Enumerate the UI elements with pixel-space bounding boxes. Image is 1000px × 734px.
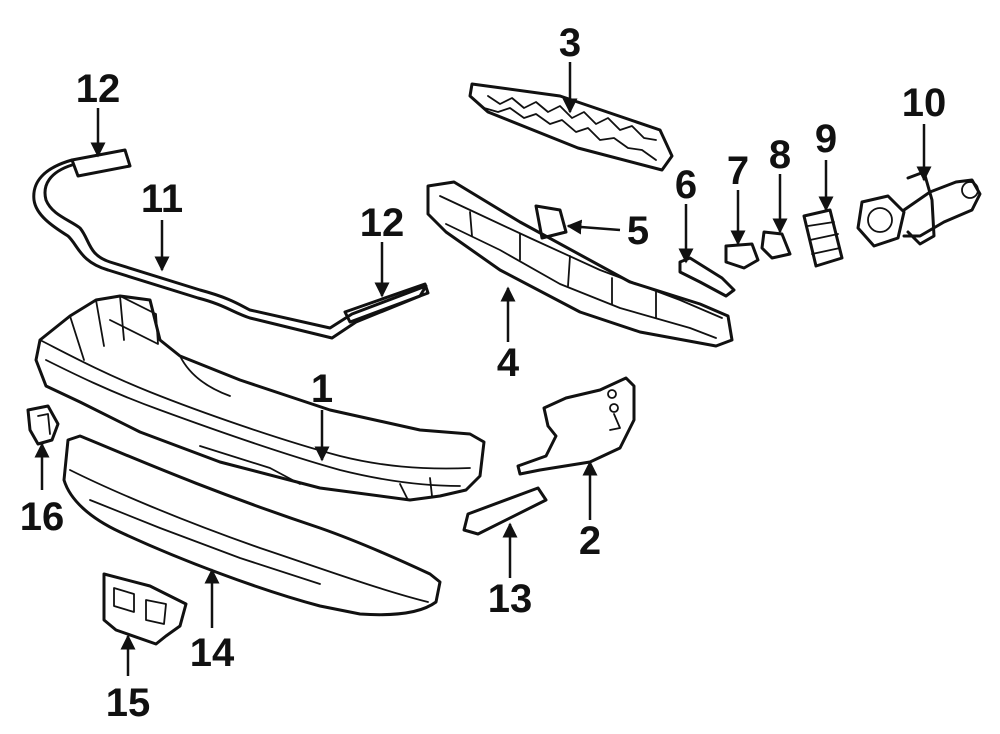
part-4-reinforcement bbox=[426, 180, 734, 348]
part-6-bracket bbox=[678, 256, 736, 298]
part-12-left-strip bbox=[70, 148, 132, 178]
part-2-bracket bbox=[516, 376, 636, 476]
part-15-license-bracket bbox=[102, 572, 188, 646]
part-12-right-strip bbox=[343, 282, 430, 324]
part-10-impact-absorber bbox=[856, 170, 982, 248]
part-14-lower-valance bbox=[62, 434, 442, 617]
callout-2: 2 bbox=[579, 519, 601, 563]
part-7-pad bbox=[724, 242, 760, 270]
callout-4: 4 bbox=[497, 341, 520, 385]
callout-9: 9 bbox=[815, 117, 837, 161]
part-16-clip bbox=[26, 404, 60, 446]
callout-7: 7 bbox=[727, 149, 749, 193]
callout-8: 8 bbox=[769, 133, 791, 177]
callout-12-left: 12 bbox=[76, 67, 121, 111]
leader-lines bbox=[34, 62, 932, 676]
callout-labels: 1 2 3 4 5 6 7 8 9 10 11 12 12 13 14 15 1… bbox=[20, 21, 947, 725]
part-3-energy-absorber bbox=[468, 82, 674, 172]
callout-16: 16 bbox=[20, 495, 65, 539]
callout-12-right: 12 bbox=[360, 201, 405, 245]
callout-14: 14 bbox=[190, 631, 235, 675]
callout-5: 5 bbox=[627, 209, 649, 253]
part-5-bracket bbox=[534, 204, 568, 240]
callout-15: 15 bbox=[106, 681, 151, 725]
callout-11: 11 bbox=[141, 177, 183, 221]
part-11-upper-strip bbox=[32, 158, 428, 340]
part-8-pad bbox=[760, 230, 792, 260]
part-9-bracket bbox=[802, 208, 844, 268]
part-1-bumper-cover bbox=[34, 294, 486, 502]
callout-3: 3 bbox=[559, 21, 581, 65]
callout-10: 10 bbox=[902, 81, 947, 125]
callout-6: 6 bbox=[675, 163, 697, 207]
part-13-pad bbox=[462, 486, 548, 536]
callout-1: 1 bbox=[311, 367, 333, 411]
leader-5 bbox=[566, 219, 621, 235]
callout-13: 13 bbox=[488, 577, 533, 621]
